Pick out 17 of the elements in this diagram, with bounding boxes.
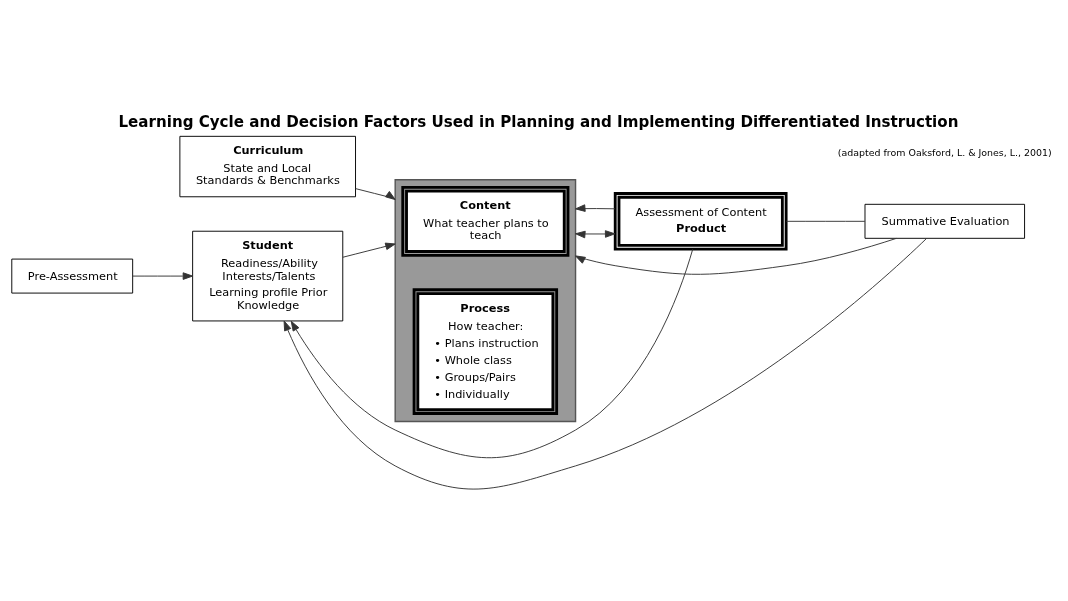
cluster [394,179,577,423]
label: (adapted from Oaksford, L. & Jones, L., 2001) [837,146,1052,158]
node-box: Content What teacher plans to teach [401,185,570,257]
node-box: Summative Evaluation [864,203,1026,239]
arrow [290,248,694,459]
arrow [575,237,897,275]
diagram-title: Learning Cycle and Decision Factors Used in Planning and Implementing Differentiated Instruction [118,112,959,131]
arrow [575,204,616,212]
node-box: Student Readiness/Ability Interests/Talents Learning profile Prior Knowledge [192,230,344,322]
connector [785,220,866,222]
node-box: Curriculum State and Local Standards & Benchmarks [179,135,356,198]
arrow [355,188,396,201]
arrow [283,237,928,490]
node-box: Pre-Assessment [11,258,134,294]
arrow [132,272,194,280]
arrow [342,242,396,258]
arrow [575,230,616,239]
